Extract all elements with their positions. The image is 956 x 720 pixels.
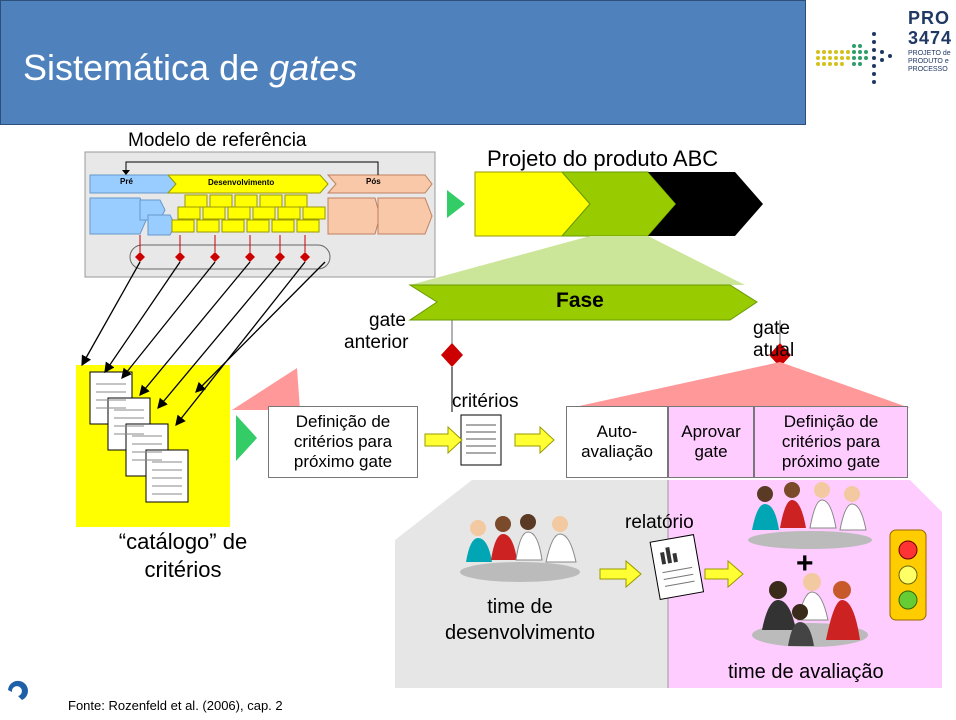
evaluation-team-label: time de avaliação xyxy=(728,661,884,683)
project-title: Projeto do produto ABC xyxy=(487,146,719,171)
reference-model-panel xyxy=(84,151,436,278)
plus-sign: + xyxy=(796,547,814,580)
development-team-illustration xyxy=(460,514,580,582)
slide-title: Sistemática de gates xyxy=(23,47,358,88)
footer-logo-icon xyxy=(8,680,28,700)
flow-arrow-icon xyxy=(514,425,555,455)
flow-arrow-icon xyxy=(447,190,465,218)
criteria-label: critérios xyxy=(452,391,519,412)
evaluation-team-illustration xyxy=(748,482,872,647)
source-citation: Fonte: Rozenfeld et al. (2006), cap. 2 xyxy=(68,698,283,713)
ref-stage-pos: Pós xyxy=(366,177,381,186)
gate-previous-diamond xyxy=(441,343,463,367)
phase-label: Fase xyxy=(556,289,604,312)
flow-arrow-icon xyxy=(599,559,642,589)
traffic-light-icon xyxy=(889,529,927,621)
flow-arrow-icon xyxy=(236,415,257,461)
reference-model-title: Modelo de referência xyxy=(128,130,307,151)
gate-current-diamond xyxy=(769,343,791,367)
ref-stage-dev: Desenvolvimento xyxy=(208,178,275,187)
title-bar: Sistemática de gates xyxy=(0,0,806,125)
report-label: relatório xyxy=(625,512,694,533)
flow-arrow-icon xyxy=(424,425,463,455)
ref-stage-pre: Pré xyxy=(120,177,133,186)
flow-arrow-icon xyxy=(704,559,744,589)
self-evaluation-box: Auto-avaliação xyxy=(566,406,668,478)
dots-logo-icon xyxy=(816,32,892,84)
define-criteria-box: Definição de critérios para próximo gate xyxy=(268,406,418,478)
